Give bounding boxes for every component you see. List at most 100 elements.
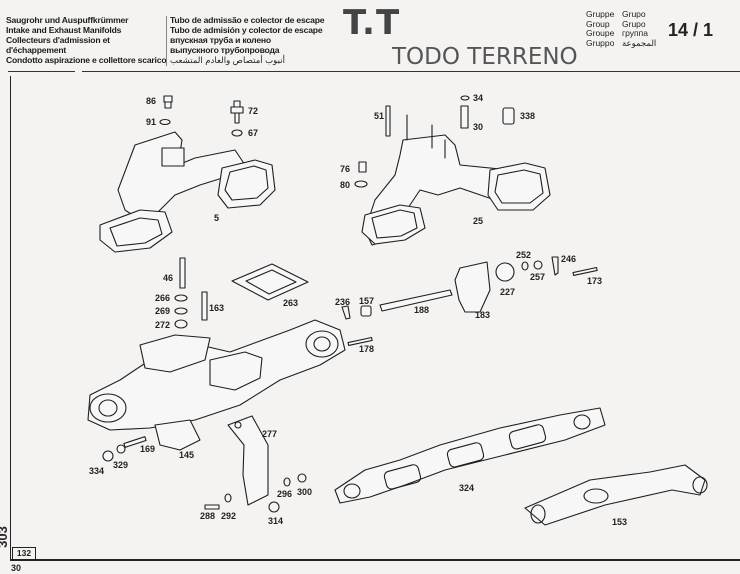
- label-329: 329: [113, 460, 128, 470]
- part-266-washer: [174, 294, 188, 302]
- group-number: 14 / 1: [668, 20, 714, 40]
- label-163: 163: [209, 303, 224, 313]
- title-fr-2: d'échappement: [6, 45, 67, 55]
- label-80: 80: [340, 180, 350, 190]
- header-divider: [166, 16, 167, 66]
- part-269-washer: [174, 307, 188, 315]
- label-67: 67: [248, 128, 258, 138]
- part-296-washer: [283, 477, 291, 487]
- label-188: 188: [414, 305, 429, 315]
- title-de: Saugrohr und Auspuffkrümmer: [6, 15, 129, 25]
- group-label-ru: группа: [622, 28, 648, 38]
- part-34-washer: [460, 95, 470, 101]
- label-91: 91: [146, 117, 156, 127]
- part-183-flap: [454, 261, 491, 313]
- handwritten-note: TODO TERRENO: [392, 44, 578, 70]
- label-246: 246: [561, 254, 576, 264]
- label-76: 76: [340, 164, 350, 174]
- part-263-spacer: [231, 263, 309, 301]
- label-263: 263: [283, 298, 298, 308]
- part-227-spring: [495, 262, 515, 282]
- page-number: 30: [11, 563, 22, 573]
- exhaust-manifold-drawing: [87, 319, 346, 431]
- part-272-nut: [174, 319, 188, 329]
- label-86: 86: [146, 96, 156, 106]
- title-en: Intake and Exhaust Manifolds: [6, 25, 122, 35]
- label-252: 252: [516, 250, 531, 260]
- label-34: 34: [473, 93, 483, 103]
- title-block-left: Saugrohr und Auspuffkrümmer Intake and E…: [6, 15, 167, 65]
- header-rule: [8, 71, 75, 72]
- part-314-nut: [268, 501, 280, 513]
- header-rule: [82, 71, 740, 72]
- label-173: 173: [587, 276, 602, 286]
- label-292: 292: [221, 511, 236, 521]
- part-163-stud: [201, 291, 208, 321]
- part-86-plug: [163, 95, 173, 109]
- group-label-ar: المجموعة: [622, 37, 657, 48]
- frame-left-border: [10, 76, 11, 559]
- part-51-stud: [385, 105, 391, 137]
- part-153-manifold: [524, 464, 708, 526]
- part-236-clip: [341, 305, 351, 320]
- group-row: Gruppe Grupo: [586, 9, 656, 20]
- title-it: Condotto aspirazione e collettore scaric…: [6, 55, 167, 65]
- label-334: 334: [89, 466, 104, 476]
- title-es: Tubo de admisión y colector de escape: [170, 25, 323, 35]
- group-row: Groupe группа: [586, 28, 656, 39]
- label-5: 5: [214, 213, 219, 223]
- title-ar: أنبوب أمتصاص والعادم المتشعب: [170, 55, 285, 65]
- part-300-nut: [297, 473, 307, 483]
- part-76-plug: [358, 161, 367, 173]
- group-label-pt: Grupo: [622, 9, 646, 19]
- title-ru-1: впускная труба и колено: [170, 35, 271, 45]
- title-pt: Tubo de admissão e colector de escape: [170, 15, 325, 25]
- label-257: 257: [530, 272, 545, 282]
- part-329-nut: [116, 444, 126, 454]
- part-30-fitting: [460, 105, 469, 129]
- label-266: 266: [155, 293, 170, 303]
- label-277: 277: [262, 429, 277, 439]
- label-157: 157: [359, 296, 374, 306]
- label-288: 288: [200, 511, 215, 521]
- frame-bottom-border: [10, 559, 740, 561]
- intake-manifold-5-drawing: [99, 131, 276, 253]
- label-145: 145: [179, 450, 194, 460]
- part-334-nut: [102, 450, 114, 462]
- group-label-fr: Groupe: [586, 28, 615, 38]
- part-145-support: [154, 419, 201, 451]
- label-269: 269: [155, 306, 170, 316]
- label-300: 300: [297, 487, 312, 497]
- part-72-sensor: [230, 100, 244, 124]
- label-25: 25: [473, 216, 483, 226]
- group-label-en: Group: [586, 18, 610, 29]
- part-178-pin: [347, 336, 373, 347]
- part-257-bush: [533, 260, 543, 270]
- label-51: 51: [374, 111, 384, 121]
- handwritten-code: T.T: [343, 3, 401, 43]
- label-72: 72: [248, 106, 258, 116]
- label-153: 153: [612, 517, 627, 527]
- part-277-bracket: [227, 415, 269, 506]
- part-169-stud: [123, 436, 147, 448]
- label-30: 30: [473, 122, 483, 132]
- group-row: Gruppo المجموعة: [586, 37, 657, 49]
- label-236: 236: [335, 297, 350, 307]
- part-80-washer: [354, 180, 368, 188]
- label-183: 183: [475, 310, 490, 320]
- part-157-bushing: [360, 305, 372, 317]
- group-label-it: Gruppo: [586, 37, 615, 48]
- group-label-de: Gruppe: [586, 9, 615, 19]
- label-338: 338: [520, 111, 535, 121]
- title-fr-1: Collecteurs d'admission et: [6, 35, 110, 45]
- title-ru-2: выпускного трубопровода: [170, 45, 280, 55]
- part-46-stud: [179, 257, 186, 289]
- intake-manifold-25-drawing: [361, 114, 551, 246]
- part-246-lever: [551, 256, 559, 276]
- part-292-washer: [224, 493, 232, 503]
- label-296: 296: [277, 489, 292, 499]
- label-169: 169: [140, 444, 155, 454]
- part-288-bolt: [204, 504, 220, 510]
